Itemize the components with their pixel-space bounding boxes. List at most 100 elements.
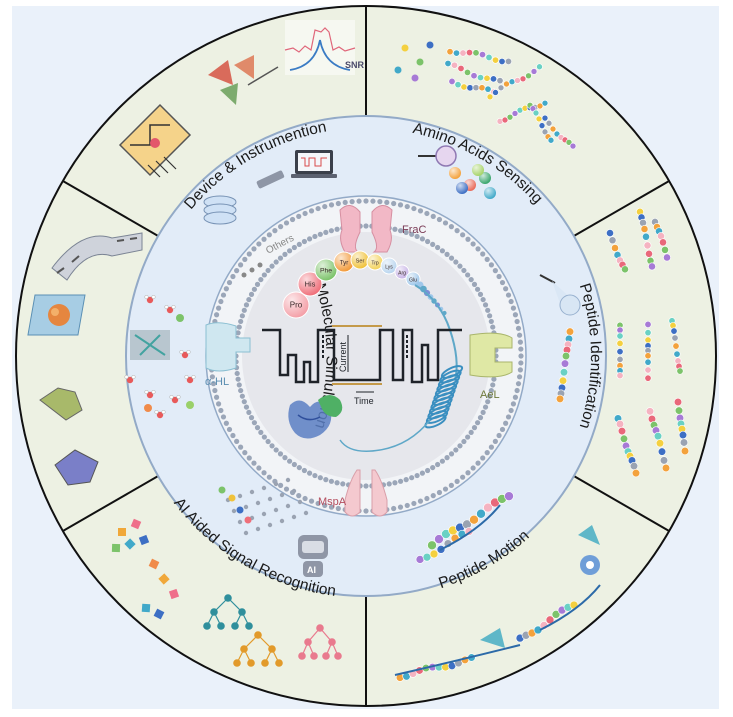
tree-node	[217, 622, 225, 630]
lipid-head	[515, 325, 522, 331]
peptide-bead	[648, 262, 656, 271]
peptide-bead	[659, 456, 669, 465]
peptide-bead	[457, 64, 465, 72]
lipid-head	[328, 478, 335, 484]
tree-node	[231, 622, 239, 630]
lipid-head	[484, 450, 490, 456]
tree-node	[298, 652, 306, 660]
lipid-head	[363, 508, 369, 514]
peptide-bead	[643, 241, 652, 250]
network-node	[244, 516, 252, 524]
lipid-head	[490, 382, 496, 388]
mspa-label: MspA	[318, 496, 347, 508]
data-point-shape	[118, 528, 126, 536]
lipid-head	[254, 281, 261, 287]
lipid-head	[468, 276, 474, 283]
amino-acid-molecule	[416, 58, 424, 66]
peptide-bead	[673, 350, 681, 358]
lipid-head	[461, 267, 467, 274]
lipid-head	[518, 360, 524, 366]
lipid-head	[448, 255, 455, 261]
peptide-bead	[472, 49, 480, 57]
lipid-head	[442, 220, 449, 226]
lipid-head	[516, 374, 523, 380]
peptide-bead	[659, 238, 667, 247]
lipid-head	[417, 208, 424, 214]
peptide-bead	[645, 249, 653, 258]
lipid-head	[241, 399, 247, 405]
lipid-head	[312, 233, 318, 240]
lipid-head	[246, 251, 252, 257]
lipid-head	[397, 478, 404, 484]
peptide-bead	[551, 610, 561, 619]
peptide-bead	[478, 84, 486, 92]
peptide-bead	[469, 514, 479, 525]
lipid-head	[430, 493, 436, 499]
mspa-pore: MspA	[318, 469, 388, 517]
lipid-head	[246, 455, 252, 461]
lipid-head	[218, 298, 224, 305]
lipid-head	[272, 228, 278, 234]
peptide-bead	[672, 342, 680, 350]
lipid-head	[238, 444, 244, 450]
ai-badge: AI	[307, 565, 316, 575]
peptide-bead	[565, 139, 573, 146]
tree-node	[316, 624, 324, 632]
lipid-head	[363, 223, 369, 229]
lipid-head	[220, 414, 227, 420]
network-node	[243, 530, 249, 536]
peptide-bead	[532, 109, 540, 117]
lipid-head	[404, 502, 410, 509]
peptide-bead	[422, 552, 432, 562]
lipid-head	[251, 460, 257, 466]
lipid-head	[503, 420, 509, 426]
lipid-head	[487, 393, 493, 399]
peptide-bead	[470, 72, 478, 80]
lipid-head	[251, 246, 257, 252]
network-node	[236, 506, 244, 514]
lipid-head	[302, 210, 308, 217]
gear-icon	[580, 555, 600, 575]
lipid-head	[517, 367, 523, 373]
lipid-head	[480, 296, 486, 303]
lipid-head	[315, 205, 321, 212]
data-point-shape	[141, 603, 151, 613]
peptide-bead	[519, 75, 527, 83]
network-node	[273, 481, 279, 487]
lipid-head	[512, 394, 519, 400]
ahl-label: α-HL	[205, 376, 229, 388]
lipid-head	[425, 467, 431, 474]
peptide-bead	[511, 110, 519, 117]
peptide-bead	[484, 85, 492, 93]
laptop-icon	[291, 150, 337, 178]
lipid-head	[363, 483, 369, 489]
lipid-head	[215, 401, 222, 407]
tree-node	[304, 638, 312, 646]
lipid-head	[465, 236, 471, 242]
ion	[186, 401, 194, 409]
tree-node	[254, 631, 262, 639]
ai-decorations: AI	[111, 477, 342, 667]
lipid-head	[397, 202, 404, 208]
lipid-head	[424, 210, 430, 217]
peptide-bead	[541, 99, 549, 107]
lipid-head	[273, 447, 279, 453]
protein-structure	[288, 395, 343, 439]
water-molecule	[146, 391, 154, 399]
peptide-bead	[617, 426, 627, 436]
peptide-bead	[678, 430, 688, 440]
lipid-head	[485, 399, 491, 405]
peptide-tail-lower	[339, 419, 431, 452]
protein-blob	[480, 628, 505, 648]
peptide-bead	[434, 534, 444, 544]
network-node	[267, 522, 273, 528]
lipid-head	[457, 443, 463, 449]
peptide-bead	[611, 244, 619, 252]
peptide-bead	[476, 74, 484, 82]
peptide-bead	[676, 367, 684, 375]
lipid-head	[488, 262, 494, 268]
lipid-head	[234, 438, 240, 444]
lipid-head	[239, 313, 245, 319]
lipid-head	[278, 482, 284, 488]
protein-fragment	[54, 449, 99, 486]
